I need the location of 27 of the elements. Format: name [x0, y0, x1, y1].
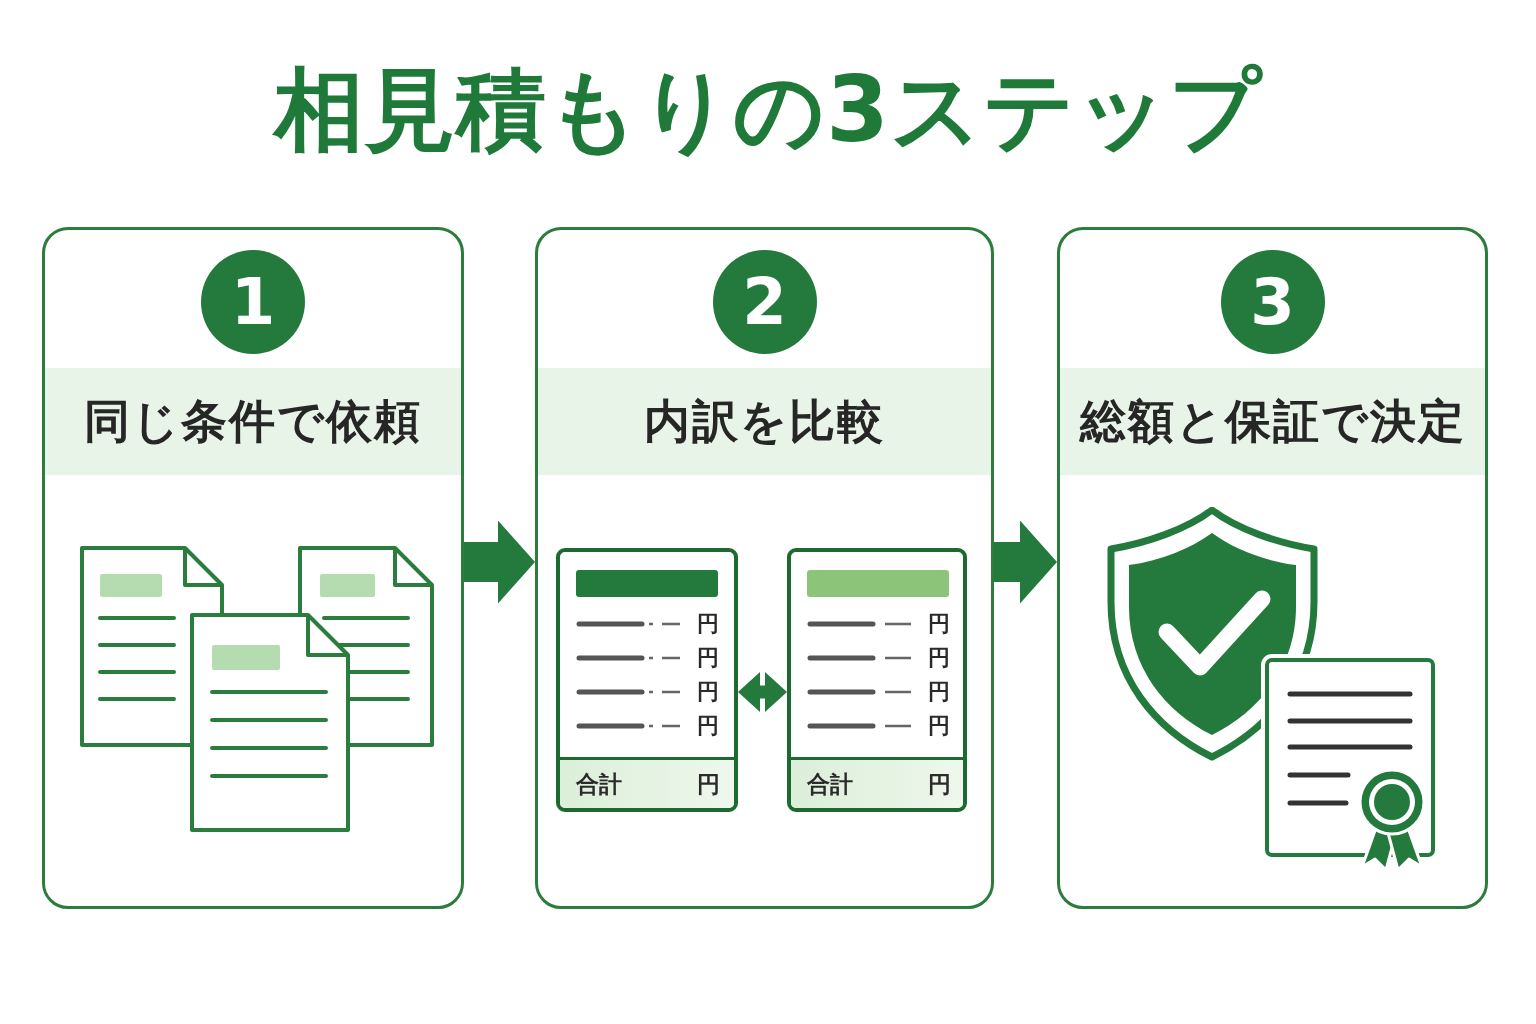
estimate-sheet	[556, 548, 738, 812]
step-panel	[1057, 227, 1488, 909]
step-heading: 同じ条件で依頼	[84, 393, 422, 450]
yen-unit: 円	[928, 712, 950, 740]
step-heading: 内訳を比較	[644, 393, 885, 450]
step-number: 1	[201, 250, 305, 354]
arrow	[464, 520, 535, 604]
yen-unit: 円	[697, 610, 719, 638]
yen-unit: 円	[928, 770, 951, 799]
step-panel	[42, 227, 464, 909]
yen-unit: 円	[697, 644, 719, 672]
double-arrow	[738, 672, 787, 712]
step-number: 3	[1220, 250, 1325, 354]
yen-unit: 円	[928, 678, 950, 706]
yen-unit: 円	[697, 712, 719, 740]
yen-unit: 円	[928, 644, 950, 672]
step-number: 2	[712, 250, 817, 354]
step-heading: 総額と保証で決定	[1079, 393, 1466, 450]
step-panel	[535, 227, 994, 909]
arrow	[994, 520, 1057, 604]
total-label: 合計	[576, 770, 622, 799]
yen-unit: 円	[697, 678, 719, 706]
estimate-sheet	[787, 548, 967, 812]
title: 相見積もりの3ステップ	[274, 60, 1262, 161]
total-label: 合計	[807, 770, 853, 799]
yen-unit: 円	[928, 610, 950, 638]
yen-unit: 円	[697, 770, 720, 799]
